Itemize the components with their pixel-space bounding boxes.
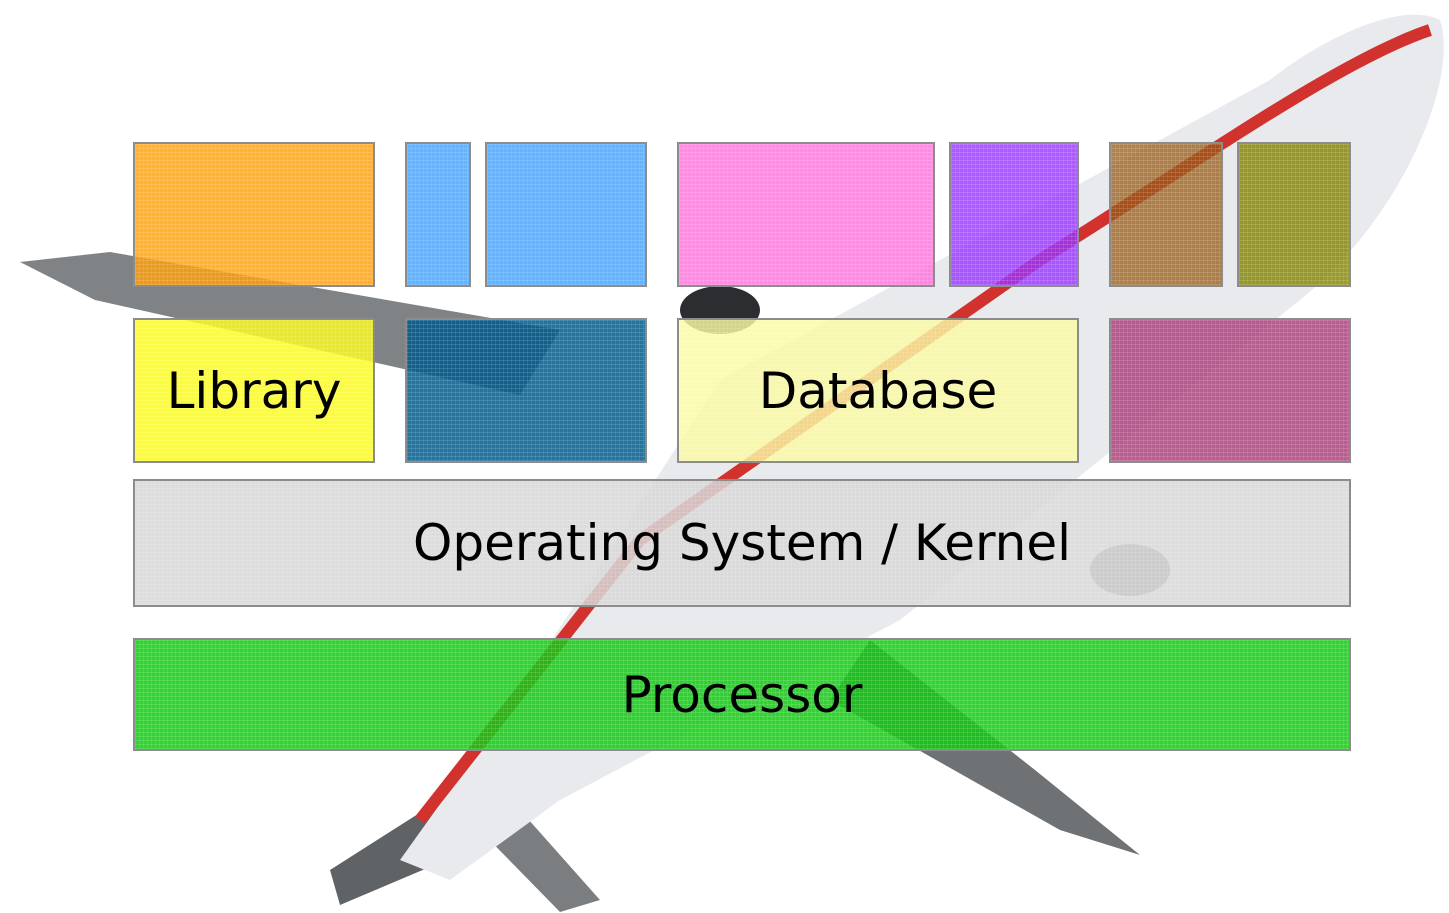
library-label: Library (166, 361, 342, 420)
processor-layer: Processor (133, 638, 1351, 751)
database-block: Database (677, 318, 1079, 463)
blue-block (485, 142, 647, 287)
teal-block (405, 318, 647, 463)
pink-block (677, 142, 935, 287)
kernel-label: Operating System / Kernel (412, 514, 1072, 572)
olive-block (1237, 142, 1351, 287)
kernel-layer: Operating System / Kernel (133, 479, 1351, 607)
brown-block (1109, 142, 1223, 287)
database-label: Database (758, 361, 998, 420)
processor-label: Processor (621, 665, 863, 724)
orange-block (133, 142, 375, 287)
library-block: Library (133, 318, 375, 463)
mauve-block (1109, 318, 1351, 463)
blue-block-small (405, 142, 471, 287)
purple-block (949, 142, 1079, 287)
